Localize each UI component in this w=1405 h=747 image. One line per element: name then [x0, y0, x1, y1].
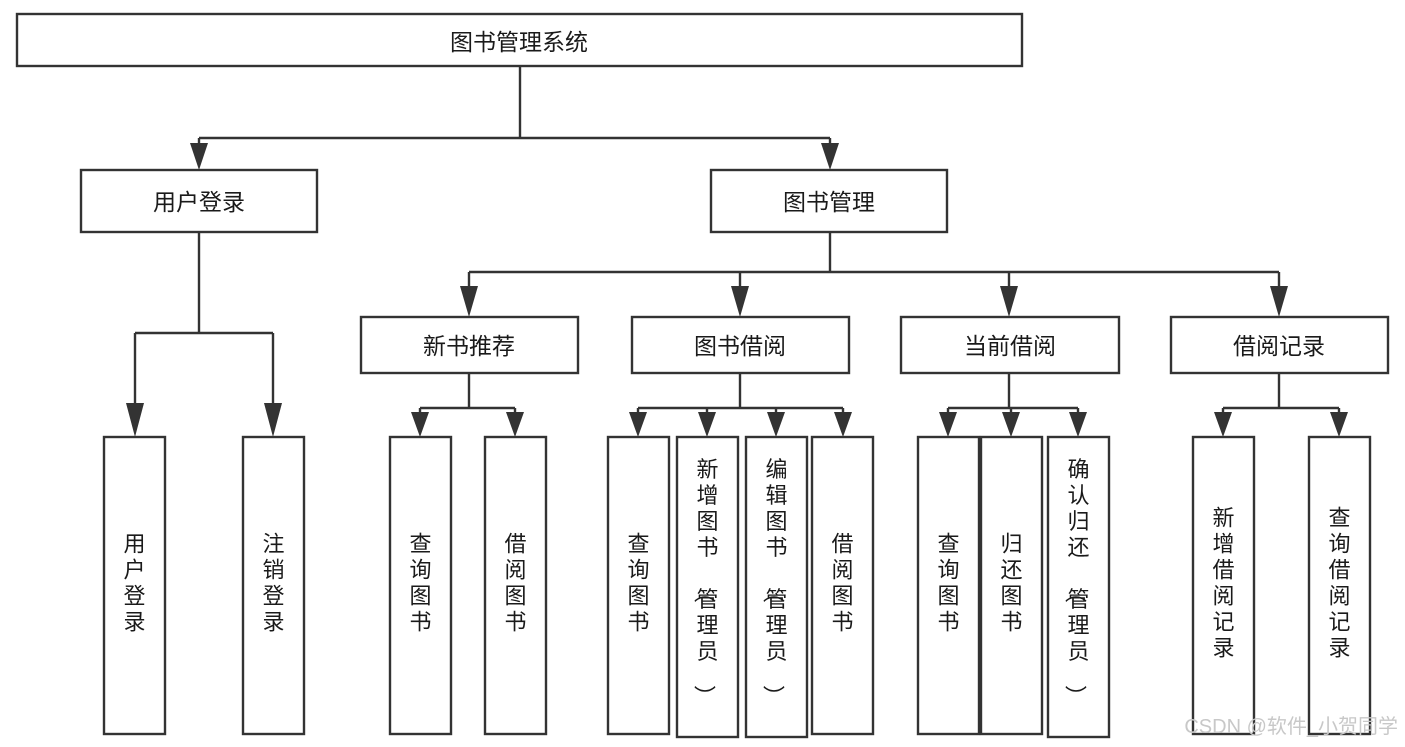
leaf-node-box[interactable]	[810, 435, 875, 736]
leaf-node[interactable]: 查询图书	[916, 435, 981, 736]
leaf-node-label: 新增借阅记录	[1212, 506, 1234, 661]
arrow-borrow-leaf-1	[629, 412, 647, 437]
leaf-node-label: 查询图书	[627, 532, 649, 635]
node-root-system-box[interactable]	[15, 12, 1024, 68]
node-book-borrow[interactable]: 图书借阅	[630, 315, 851, 375]
node-current-borrow[interactable]: 当前借阅	[899, 315, 1121, 375]
leaf-node-box[interactable]	[1046, 435, 1111, 739]
arrow-current-leaf-3	[1069, 412, 1087, 437]
leaf-node-box[interactable]	[388, 435, 453, 736]
leaf-node-box[interactable]	[916, 435, 981, 736]
node-borrow-records-label: 借阅记录	[1233, 333, 1325, 359]
leaf-node-label: 查询图书	[937, 532, 959, 635]
leaf-node[interactable]: 借阅图书	[810, 435, 875, 736]
leaf-node[interactable]: 新增图书（管理员）	[675, 435, 740, 739]
node-book-borrow-label: 图书借阅	[694, 333, 786, 359]
node-borrow-records-box[interactable]	[1169, 315, 1390, 375]
leaf-node-layer: 用户登录 注销登录 查询图书 借阅图书 查询图书 新增图书（管理员） 编辑图书（管理员） 借阅…	[102, 435, 1372, 739]
leaf-node[interactable]: 借阅图书	[483, 435, 548, 736]
node-user-login-label: 用户登录	[153, 189, 245, 215]
leaf-node-label: 借阅图书	[831, 532, 853, 635]
leaf-node[interactable]: 归还图书	[979, 435, 1044, 736]
leaf-node[interactable]: 注销登录	[241, 435, 306, 736]
leaf-node-box[interactable]	[1307, 435, 1372, 736]
arrow-root-to-user-login	[190, 143, 208, 170]
leaf-node-box[interactable]	[675, 435, 740, 739]
leaf-node-box[interactable]	[744, 435, 809, 739]
leaf-node[interactable]: 查询图书	[388, 435, 453, 736]
arrow-book-mgmt-to-new-books	[460, 286, 478, 317]
node-current-borrow-label: 当前借阅	[964, 333, 1056, 359]
leaf-node-label: 确认归还（管理员）	[1062, 457, 1089, 707]
node-borrow-records[interactable]: 借阅记录	[1169, 315, 1390, 375]
arrow-book-mgmt-to-borrow	[731, 286, 749, 317]
arrow-current-leaf-2	[1002, 412, 1020, 437]
leaf-node[interactable]: 查询图书	[606, 435, 671, 736]
connector-layer	[126, 66, 1348, 437]
leaf-node-label: 注销登录	[262, 532, 284, 635]
arrow-new-books-leaf-1	[411, 412, 429, 437]
arrow-new-books-leaf-2	[506, 412, 524, 437]
leaf-node[interactable]: 用户登录	[102, 435, 167, 736]
leaf-node-label: 借阅图书	[504, 532, 526, 635]
arrow-borrow-leaf-3	[767, 412, 785, 437]
arrow-root-to-book-mgmt	[821, 143, 839, 170]
arrow-user-login-leaf-2	[264, 403, 282, 437]
arrow-book-mgmt-to-current	[1000, 286, 1018, 317]
arrow-book-mgmt-to-records	[1270, 286, 1288, 317]
leaf-node-label: 查询借阅记录	[1328, 506, 1350, 661]
leaf-node-box[interactable]	[241, 435, 306, 736]
leaf-node-label: 归还图书	[1000, 532, 1022, 635]
leaf-node[interactable]: 新增借阅记录	[1191, 435, 1256, 736]
leaf-node-box[interactable]	[483, 435, 548, 736]
node-root-system[interactable]: 图书管理系统	[15, 12, 1024, 68]
arrow-current-leaf-1	[939, 412, 957, 437]
node-book-borrow-box[interactable]	[630, 315, 851, 375]
leaf-node-box[interactable]	[979, 435, 1044, 736]
leaf-node[interactable]: 确认归还（管理员）	[1046, 435, 1111, 739]
leaf-node-box[interactable]	[1191, 435, 1256, 736]
arrow-borrow-leaf-2	[698, 412, 716, 437]
leaf-node-box[interactable]	[606, 435, 671, 736]
node-current-borrow-box[interactable]	[899, 315, 1121, 375]
node-new-book-recommend[interactable]: 新书推荐	[359, 315, 580, 375]
leaf-node-label: 编辑图书（管理员）	[760, 457, 787, 707]
leaf-node-box[interactable]	[102, 435, 167, 736]
node-new-book-recommend-label: 新书推荐	[423, 333, 515, 359]
leaf-node[interactable]: 查询借阅记录	[1307, 435, 1372, 736]
node-book-management-box[interactable]	[709, 168, 949, 234]
node-book-management-label: 图书管理	[783, 189, 875, 215]
arrow-user-login-leaf-1	[126, 403, 144, 437]
leaf-node-label: 新增图书（管理员）	[691, 457, 718, 707]
node-root-system-label: 图书管理系统	[450, 29, 588, 55]
leaf-node[interactable]: 编辑图书（管理员）	[744, 435, 809, 739]
arrow-borrow-leaf-4	[834, 412, 852, 437]
node-book-management[interactable]: 图书管理	[709, 168, 949, 234]
node-user-login[interactable]: 用户登录	[79, 168, 319, 234]
node-user-login-box[interactable]	[79, 168, 319, 234]
arrow-records-leaf-2	[1330, 412, 1348, 437]
csdn-watermark: CSDN @软件_小贺同学	[1184, 715, 1398, 738]
leaf-node-label: 用户登录	[123, 532, 145, 635]
node-new-book-recommend-box[interactable]	[359, 315, 580, 375]
arrow-records-leaf-1	[1214, 412, 1232, 437]
leaf-node-label: 查询图书	[409, 532, 431, 635]
